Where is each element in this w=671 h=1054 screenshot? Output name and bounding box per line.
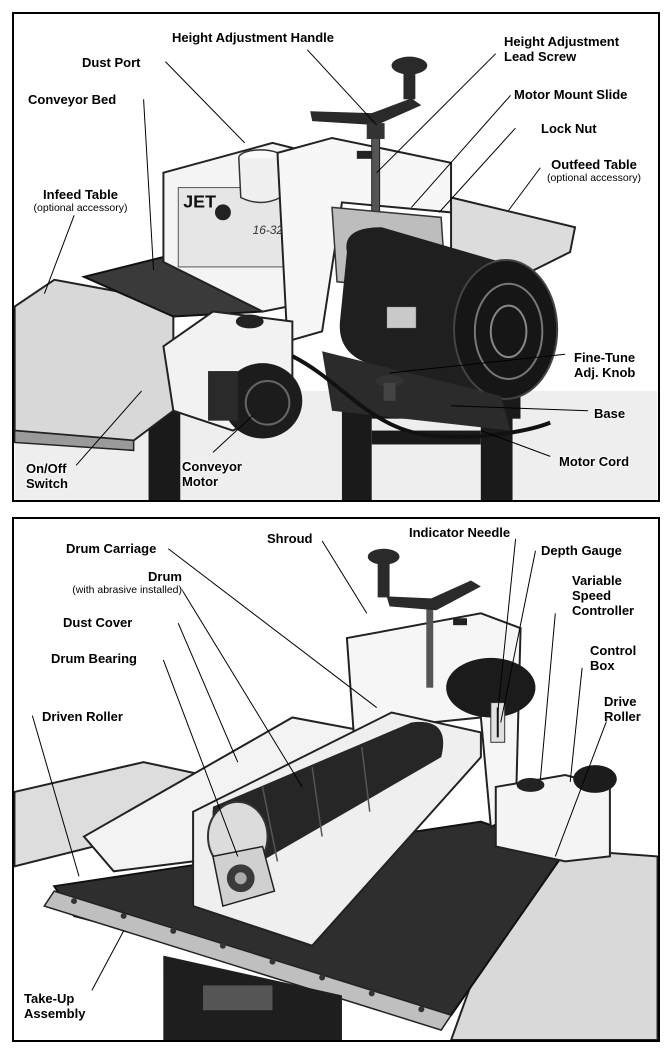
main-motor bbox=[339, 227, 559, 400]
handle-shape bbox=[367, 548, 481, 611]
top-figure-panel: JET 16-32 bbox=[12, 12, 660, 502]
drum-bearing-shape bbox=[212, 845, 276, 907]
label-drum: Drum(with abrasive installed) bbox=[72, 569, 182, 596]
stand bbox=[148, 390, 521, 500]
label-motor-cord: Motor Cord bbox=[559, 454, 630, 469]
label-conveyor-bed: Conveyor Bed bbox=[28, 92, 117, 107]
bottom-machine-illustration bbox=[14, 538, 658, 1040]
label-control-box: Control Box bbox=[590, 643, 637, 673]
motor-cord-shape bbox=[291, 354, 551, 439]
label-depth-gauge: Depth Gauge bbox=[541, 543, 622, 558]
label-shroud: Shroud bbox=[267, 531, 313, 546]
height-adjustment-handle-shape bbox=[310, 56, 428, 139]
label-indicator-needle: Indicator Needle bbox=[409, 525, 511, 540]
label-lock-nut: Lock Nut bbox=[541, 121, 597, 136]
label-dust-port: Dust Port bbox=[82, 55, 141, 70]
bottom-leader-lines bbox=[31, 538, 609, 991]
label-conveyor-motor: Conveyor Motor bbox=[182, 459, 242, 489]
model-text: 16-32 bbox=[253, 223, 284, 237]
label-outfeed-table: Outfeed Table(optional accessory) bbox=[547, 157, 641, 184]
dust-port-shape bbox=[238, 149, 284, 204]
label-variable-speed-controller: Variable Speed Controller bbox=[572, 573, 635, 618]
top-machine-illustration: JET 16-32 bbox=[14, 49, 658, 500]
label-height-adjustment-lead-screw: Height Adjustment Lead Screw bbox=[504, 34, 620, 64]
bottom-figure-panel: Shroud Indicator Needle Drum Carriage De… bbox=[12, 517, 660, 1042]
label-motor-mount-slide: Motor Mount Slide bbox=[514, 87, 628, 102]
label-height-adjustment-handle: Height Adjustment Handle bbox=[172, 30, 335, 45]
label-infeed-table: Infeed Table(optional accessory) bbox=[33, 187, 128, 214]
side-rail bbox=[43, 890, 453, 1031]
label-base: Base bbox=[594, 406, 626, 421]
label-drum-bearing: Drum Bearing bbox=[51, 651, 137, 666]
label-dust-cover: Dust Cover bbox=[63, 615, 133, 630]
fine-tune-knob-shape bbox=[375, 375, 404, 401]
label-take-up-assembly: Take-Up Assembly bbox=[24, 991, 86, 1021]
top-leader-lines bbox=[43, 49, 588, 466]
conveyor-motor-shape bbox=[208, 363, 303, 439]
label-drum-carriage: Drum Carriage bbox=[66, 541, 157, 556]
label-drive-roller: Drive Roller bbox=[604, 694, 641, 724]
brand-text: JET bbox=[183, 191, 216, 211]
label-driven-roller: Driven Roller bbox=[42, 709, 123, 724]
label-fine-tune-adj-knob: Fine-Tune Adj. Knob bbox=[574, 350, 636, 380]
label-on-off-switch: On/Off Switch bbox=[26, 461, 68, 491]
control-box-shape bbox=[494, 774, 611, 863]
